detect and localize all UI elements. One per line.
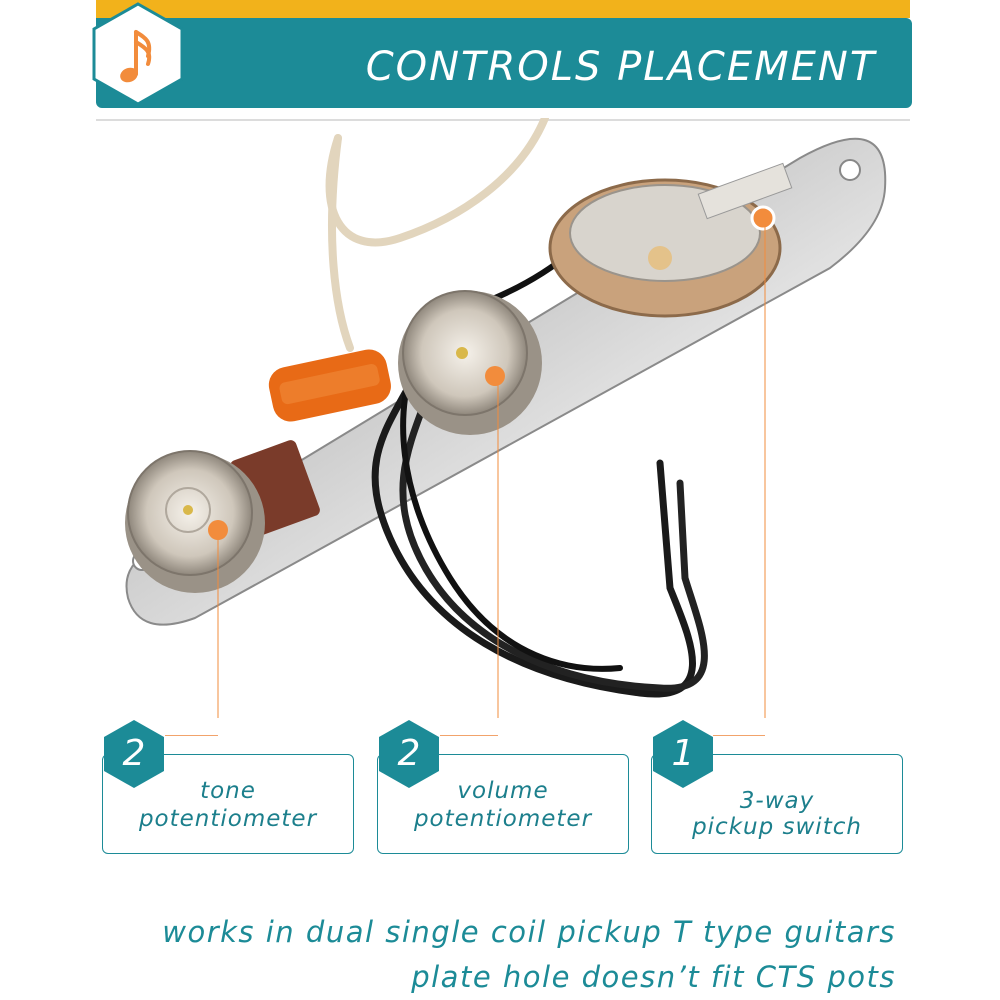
compatibility-note: works in dual single coil pickup T type … <box>162 915 896 949</box>
tone-leader <box>165 735 218 736</box>
callout-label-line1: 3-way <box>739 788 815 814</box>
callout-switch: 3-way pickup switch 1 <box>651 718 903 858</box>
callout-label-line1: volume <box>457 778 549 804</box>
callout-count: 2 <box>397 733 421 774</box>
header-banner: CONTROLS PLACEMENT <box>96 18 912 108</box>
control-plate-photo <box>125 118 887 718</box>
volume-marker <box>485 366 505 718</box>
page-title: CONTROLS PLACEMENT <box>365 44 877 90</box>
callout-label-line1: tone <box>200 778 256 804</box>
header-accent-bar <box>96 0 910 18</box>
callout-volume: volume potentiometer 2 <box>377 718 629 858</box>
hexagon-badge <box>653 720 713 788</box>
callout-label-line2: potentiometer <box>138 806 318 832</box>
callout-tone: tone potentiometer 2 <box>102 718 354 858</box>
tone-marker <box>208 520 228 718</box>
volume-pot-illustration <box>398 290 542 435</box>
callout-count: 1 <box>671 733 695 774</box>
hexagon-badge <box>379 720 439 788</box>
switch-marker <box>750 205 776 718</box>
callout-label-line2: pickup switch <box>692 814 862 840</box>
pickup-switch-illustration <box>548 162 793 318</box>
fitment-note: plate hole doesn’t fit CTS pots <box>411 960 896 994</box>
music-note-icon <box>92 2 184 106</box>
tone-pot-illustration <box>125 440 320 593</box>
capacitor-illustration <box>268 349 391 422</box>
header-divider <box>96 119 910 121</box>
volume-leader <box>440 735 498 736</box>
cloth-wires <box>325 118 708 698</box>
switch-leader <box>713 735 765 736</box>
callout-count: 2 <box>122 733 146 774</box>
callout-label-line2: potentiometer <box>413 806 593 832</box>
hexagon-badge <box>104 720 164 788</box>
